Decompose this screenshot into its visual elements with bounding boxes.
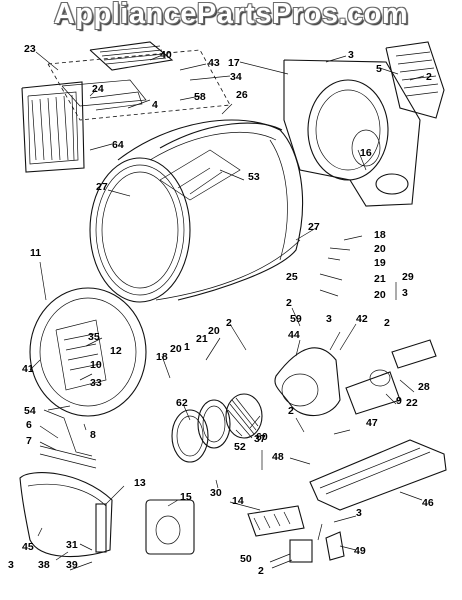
- part-labels: 23 40 43 34 3 17 5 2 24 58 26 4 64 27 53…: [8, 43, 434, 577]
- part-label: 12: [110, 345, 122, 357]
- part-label: 19: [374, 257, 386, 269]
- lint-filter-group: [21, 41, 231, 173]
- part-label: 52: [234, 441, 246, 453]
- part-label: 16: [360, 147, 372, 159]
- part-label: 42: [356, 313, 368, 325]
- base-duct: [309, 439, 447, 511]
- leader-lines: [29, 51, 425, 571]
- part-label: 29: [402, 271, 414, 283]
- part-label: 20: [374, 289, 386, 301]
- front-bulkhead: [29, 287, 147, 417]
- part-label: 25: [286, 271, 298, 283]
- part-label: 50: [240, 553, 252, 565]
- part-label: 2: [226, 317, 232, 329]
- part-label: 43: [208, 57, 220, 69]
- part-label: 23: [24, 43, 36, 55]
- part-label: 2: [286, 297, 292, 309]
- part-label: 33: [90, 377, 102, 389]
- part-label: 64: [112, 139, 124, 151]
- part-label: 4: [152, 99, 158, 111]
- dryer-drum: [89, 119, 304, 303]
- part-label: 34: [230, 71, 242, 83]
- part-label: 38: [38, 559, 50, 571]
- part-label: 3: [348, 49, 354, 61]
- part-label: 2: [258, 565, 264, 577]
- watermark-logo: AppliancePartsPros.com: [53, 0, 409, 30]
- part-label: 48: [272, 451, 284, 463]
- part-label: 47: [366, 417, 378, 429]
- part-label: 18: [156, 351, 168, 363]
- part-label: 30: [210, 487, 222, 499]
- part-label: 27: [96, 181, 108, 193]
- part-label: 60: [256, 431, 268, 443]
- part-label: 2: [384, 317, 390, 329]
- part-label: 46: [422, 497, 434, 509]
- part-label: 62: [176, 397, 188, 409]
- part-label: 26: [236, 89, 248, 101]
- part-label: 3: [356, 507, 362, 519]
- part-label: 44: [288, 329, 300, 341]
- part-label: 59: [290, 313, 302, 325]
- part-label: 3: [8, 559, 14, 571]
- part-label: 40: [160, 49, 172, 61]
- part-label: 11: [30, 247, 41, 259]
- part-label: 20: [170, 343, 182, 355]
- part-label: 31: [66, 539, 78, 551]
- part-label: 18: [374, 229, 386, 241]
- part-label: 35: [88, 331, 100, 343]
- rear-bulkhead: [283, 41, 445, 207]
- small-parts: [95, 499, 345, 563]
- part-label: 49: [354, 545, 366, 557]
- part-label: 28: [418, 381, 430, 393]
- part-label: 2: [426, 71, 432, 83]
- part-label: 17: [228, 57, 240, 69]
- part-label: 54: [24, 405, 36, 417]
- part-label: 20: [208, 325, 220, 337]
- part-label: 3: [326, 313, 332, 325]
- blower-assembly: [171, 339, 437, 463]
- lint-duct: [19, 409, 113, 558]
- part-label: 14: [232, 495, 244, 507]
- part-label: 7: [26, 435, 32, 447]
- part-label: 21: [196, 333, 208, 345]
- part-label: 5: [376, 63, 382, 75]
- part-label: 3: [402, 287, 408, 299]
- part-label: 37: [254, 433, 266, 445]
- part-label: 21: [374, 273, 386, 285]
- part-label: 2: [288, 405, 294, 417]
- part-label: 22: [406, 397, 418, 409]
- part-label: 10: [90, 359, 102, 371]
- part-label: 27: [308, 221, 320, 233]
- part-label: 39: [66, 559, 78, 571]
- part-label: 15: [180, 491, 192, 503]
- part-label: 1: [184, 341, 190, 353]
- part-label: 13: [134, 477, 146, 489]
- part-label: 20: [374, 243, 386, 255]
- part-label: 6: [26, 419, 32, 431]
- part-label: 45: [22, 541, 34, 553]
- part-label: 41: [22, 363, 34, 375]
- part-label: 9: [396, 395, 402, 407]
- part-label: 24: [92, 83, 104, 95]
- part-label: 8: [90, 429, 96, 441]
- part-label: 58: [194, 91, 206, 103]
- part-label: 53: [248, 171, 260, 183]
